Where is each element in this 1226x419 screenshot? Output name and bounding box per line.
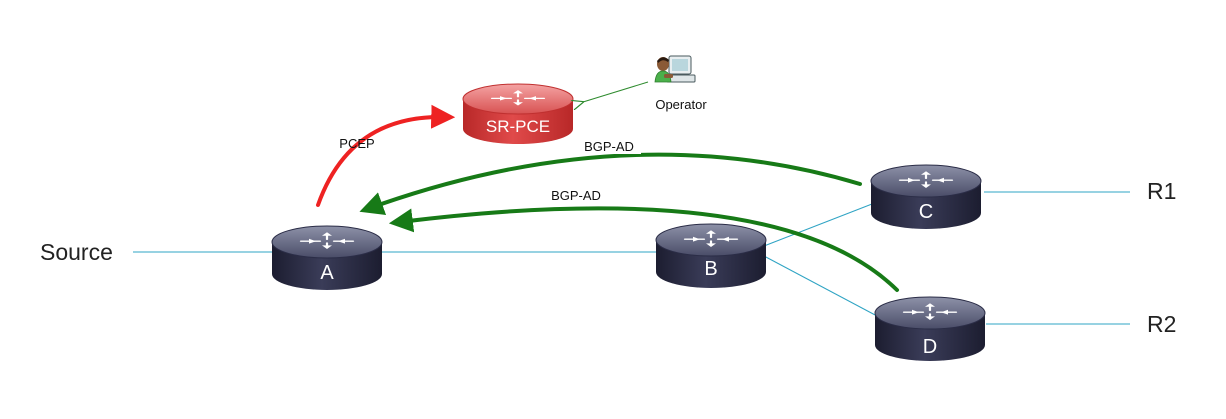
link-b-d — [763, 255, 878, 317]
router-d[interactable]: D — [874, 296, 986, 361]
links — [133, 191, 1130, 325]
router-a-label: A — [320, 262, 334, 284]
sr-pce-label: SR-PCE — [486, 117, 550, 136]
operator-at-workstation-icon — [654, 55, 696, 83]
router-d-label: D — [923, 336, 937, 358]
operator-to-pce-arrow — [583, 81, 649, 102]
link-b-c — [763, 203, 873, 247]
operator-label: Operator — [655, 97, 707, 112]
bgp-ad-label-lower: BGP-AD — [551, 188, 601, 203]
source-label: Source — [40, 239, 113, 265]
router-b[interactable]: B — [655, 223, 767, 288]
router-b-label: B — [704, 258, 717, 280]
pcep-label: PCEP — [339, 136, 374, 151]
bgp-ad-arrow-c-to-a — [359, 152, 862, 215]
bgp-ad-label-upper: BGP-AD — [584, 139, 634, 154]
router-c[interactable]: C — [870, 164, 982, 229]
bgp-ad-arrow-d-to-a — [388, 206, 899, 292]
r1-label: R1 — [1147, 178, 1176, 204]
sr-pce[interactable]: SR-PCE — [462, 83, 574, 144]
router-c-label: C — [919, 201, 933, 223]
pcep-arrow — [316, 104, 456, 207]
router-a[interactable]: A — [271, 225, 383, 290]
r2-label: R2 — [1147, 311, 1176, 337]
